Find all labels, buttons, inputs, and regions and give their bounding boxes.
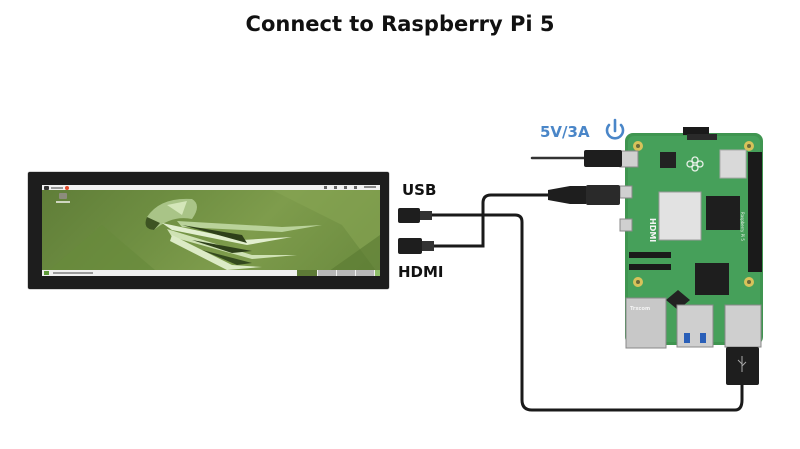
board-name-silkscreen: Raspberry Pi 5 (740, 212, 745, 241)
jellyfish-wallpaper (42, 190, 380, 276)
desktop-taskbar (42, 270, 380, 276)
raspberry-logo-icon (686, 156, 704, 172)
tray-icon (354, 186, 357, 189)
gpio-header (748, 152, 762, 272)
usb-icon (737, 356, 747, 372)
menu-label (51, 186, 63, 189)
hdmi-cable (430, 193, 550, 248)
taskbar-block (318, 270, 336, 276)
display-hdmi-plug (398, 238, 434, 254)
desktop-trash-icon (59, 193, 67, 199)
taskbar-block (297, 270, 317, 276)
micro-hdmi-port-1 (619, 218, 633, 232)
usb-cable (430, 213, 744, 412)
usb-c-power-port (619, 150, 639, 168)
taskbar-block (337, 270, 355, 276)
browser-icon (65, 185, 69, 190)
tray-icon (324, 186, 327, 189)
raspberry-pi-board: HDMI Raspberry Pi 5 Trxcom (619, 127, 763, 349)
micro-hdmi-adapter (548, 185, 620, 205)
ethernet-port (625, 297, 667, 349)
raspberry-menu-icon (44, 185, 49, 190)
start-icon (44, 271, 49, 275)
micro-hdmi-port-0 (619, 185, 633, 199)
tray-icon (344, 186, 347, 189)
ethernet-brand: Trxcom (630, 306, 650, 312)
tray-icon (334, 186, 337, 189)
usb3-port (676, 304, 714, 348)
lcd-display (28, 172, 389, 289)
tray-clock (364, 186, 376, 188)
usb-c-power-plug (584, 150, 622, 167)
cables (430, 156, 744, 412)
desktop-icon-label (56, 201, 70, 203)
usb2-port (724, 304, 762, 348)
power-spec-label: 5V/3A (540, 123, 590, 141)
usb-label: USB (402, 181, 437, 199)
display-screen (42, 185, 380, 276)
taskbar-block (356, 270, 374, 276)
usb-a-plug (726, 347, 759, 385)
diagram-title: Connect to Raspberry Pi 5 (245, 12, 555, 36)
taskbar-window-item (53, 272, 93, 274)
hdmi-label: HDMI (398, 263, 444, 281)
system-tray (324, 186, 376, 189)
power-icon (605, 118, 625, 140)
desktop-top-panel (42, 185, 380, 190)
hdmi-silkscreen: HDMI (648, 218, 657, 242)
taskbar-block (375, 270, 380, 276)
display-usb-plug (398, 208, 432, 223)
